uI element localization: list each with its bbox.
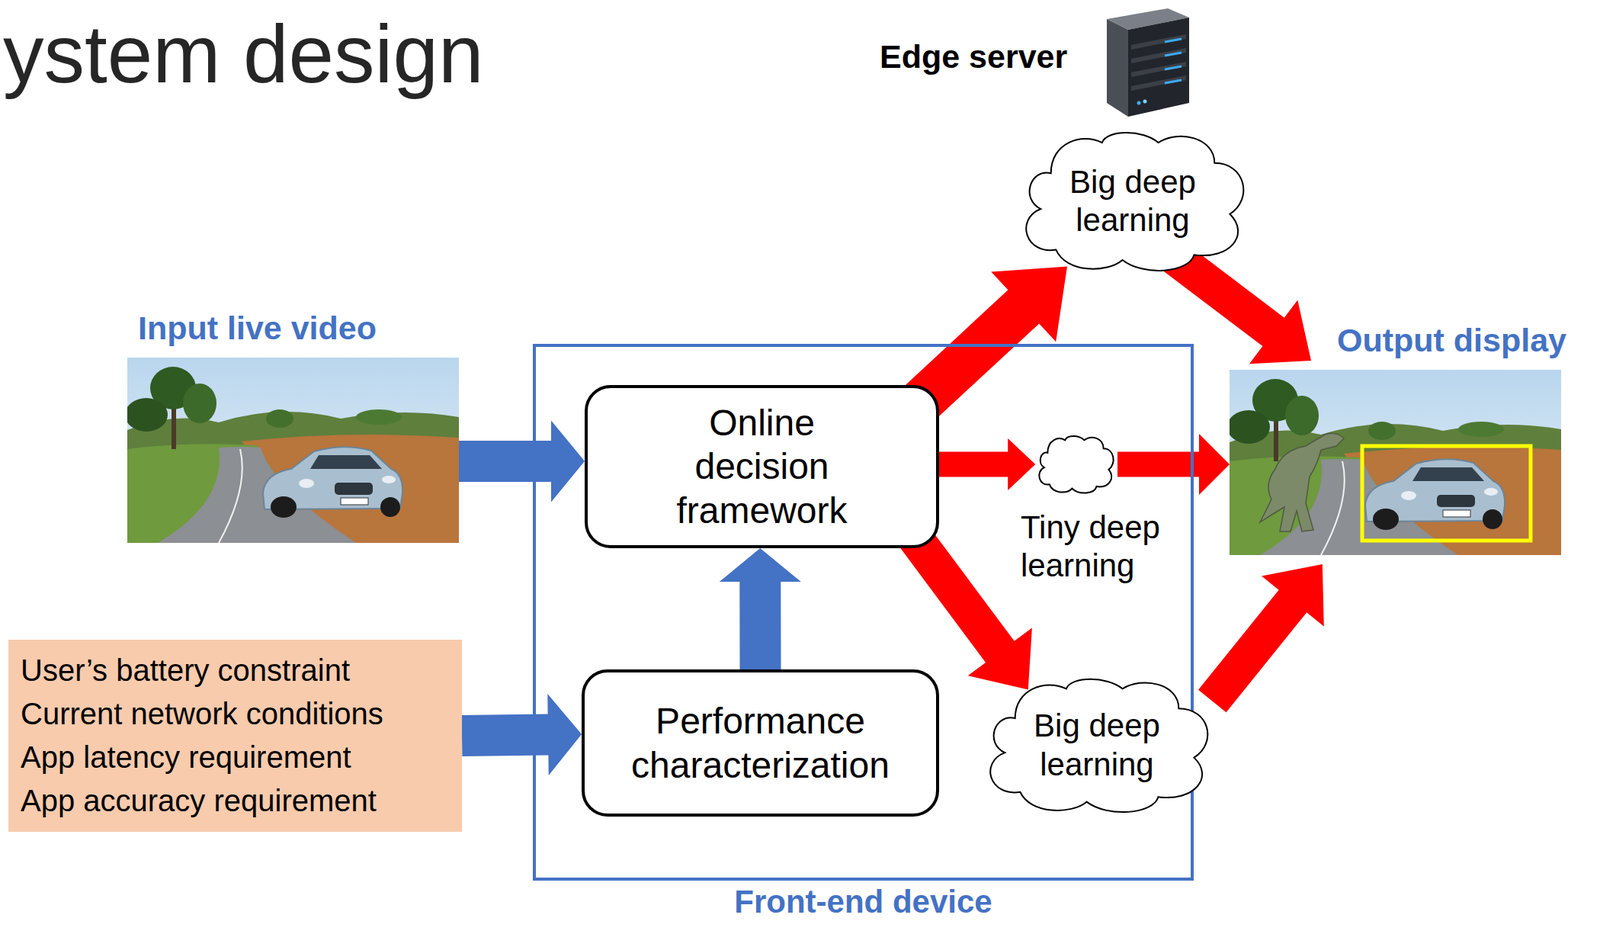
constraint-item: User’s battery constraint — [20, 648, 452, 693]
output-video-frame — [1229, 369, 1562, 555]
process-box: Performance characterization — [581, 669, 940, 817]
model-cloud: Big deep learning — [974, 673, 1220, 817]
server-label: Edge server — [879, 38, 1068, 76]
dinosaur-overlay — [1260, 432, 1344, 532]
input-video-frame — [127, 357, 459, 543]
process-label: Online decision framework — [663, 400, 862, 533]
detection-box — [1362, 445, 1531, 541]
model-cloud: Big deep learning — [1010, 127, 1256, 276]
process-label: Performance characterization — [623, 698, 898, 787]
flow-arrow — [461, 693, 582, 776]
flow-arrow — [939, 438, 1036, 491]
flow-arrow — [458, 420, 585, 503]
video-heading: Input live video — [137, 309, 377, 347]
flow-arrow — [900, 525, 1033, 690]
flow-arrow — [719, 548, 802, 670]
flow-arrow — [1198, 564, 1325, 712]
flow-arrow — [1117, 433, 1230, 495]
device-region: Front-end deviceOnline decision framewor… — [532, 343, 1194, 881]
model-cloud: Tiny deep learning — [1033, 433, 1118, 495]
input-video: Input live video — [127, 357, 459, 543]
cloud-label: Big deep learning — [1016, 706, 1177, 784]
constraint-item: App latency requirement — [20, 735, 452, 780]
region-heading: Front-end device — [535, 883, 1191, 921]
output-video: Output display — [1229, 369, 1562, 555]
constraint-item: Current network conditions — [20, 692, 452, 736]
server-icon — [1091, 5, 1200, 118]
video-heading: Output display — [1337, 321, 1567, 360]
cloud-outline — [1010, 127, 1256, 276]
cloud-outline — [1033, 433, 1118, 495]
constraint-item: App accuracy requirement — [20, 779, 452, 823]
process-box: Online decision framework — [584, 384, 940, 549]
constraint-box: User’s battery constraintCurrent network… — [8, 639, 462, 832]
cloud-caption: Tiny deep learning — [1020, 508, 1181, 586]
cloud-outline — [974, 673, 1220, 817]
cloud-label: Big deep learning — [1052, 163, 1213, 241]
slide-title: ystem design — [3, 13, 484, 96]
